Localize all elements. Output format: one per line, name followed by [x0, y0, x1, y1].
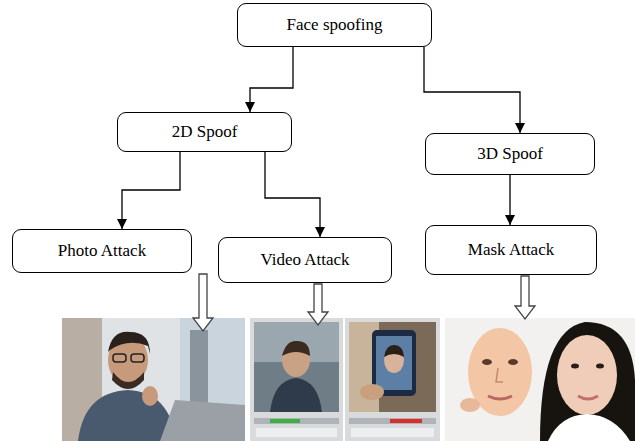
- video-replay-picture: [345, 318, 440, 441]
- mask-attack-picture: [445, 318, 635, 441]
- box-label: Face spoofing: [287, 15, 383, 35]
- box-label: Video Attack: [260, 250, 349, 270]
- box-label: Mask Attack: [468, 240, 554, 260]
- connector-arrow: [122, 152, 180, 229]
- connector-arrow: [424, 47, 520, 133]
- connector-arrow: [250, 47, 293, 112]
- connector-arrow: [265, 152, 320, 237]
- box-label: Photo Attack: [58, 241, 146, 261]
- box-label: 2D Spoof: [172, 122, 238, 142]
- connector-arrow: [509, 175, 510, 225]
- process-box: Mask Attack: [425, 225, 597, 275]
- process-box: 3D Spoof: [425, 133, 595, 175]
- box-label: 3D Spoof: [477, 144, 543, 164]
- video-attack-picture: [250, 318, 343, 441]
- photo-attack-picture: [62, 318, 245, 441]
- process-box: 2D Spoof: [117, 112, 292, 152]
- process-box: Photo Attack: [12, 229, 192, 273]
- process-box: Video Attack: [218, 237, 392, 283]
- process-box: Face spoofing: [237, 3, 432, 47]
